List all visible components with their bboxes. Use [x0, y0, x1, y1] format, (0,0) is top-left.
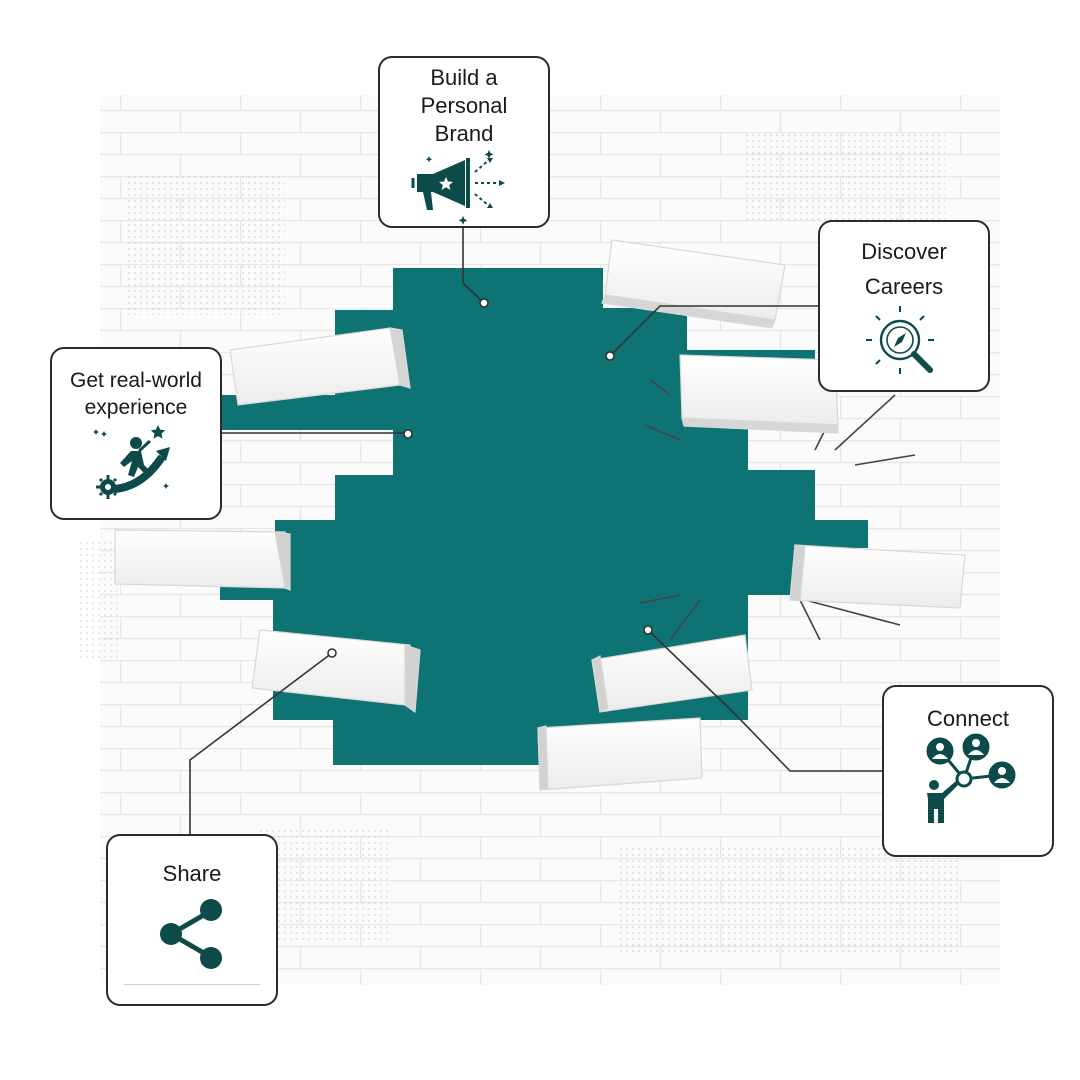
- loose-brick: [537, 717, 703, 791]
- card-share[interactable]: Share: [106, 834, 278, 1006]
- network-people-icon: [926, 733, 1016, 823]
- loose-brick: [789, 544, 966, 609]
- person-climbing-arrow-icon: [93, 425, 170, 499]
- share-icon: [160, 899, 222, 969]
- loose-brick: [251, 629, 421, 714]
- card-discover-careers[interactable]: Discover Careers: [818, 220, 990, 392]
- connector-connect: [647, 629, 882, 772]
- connector-dot-share: [327, 648, 337, 658]
- connector-dot-exp: [403, 429, 413, 439]
- card-label: Discover Careers: [861, 239, 947, 299]
- card-build-personal-brand[interactable]: Build a Personal Brand: [378, 56, 550, 228]
- connector-share: [189, 652, 333, 834]
- card-label: Build a Personal Brand: [420, 65, 508, 146]
- magnifier-compass-icon: [866, 306, 934, 374]
- connector-careers: [609, 305, 818, 357]
- connector-dots: [327, 298, 653, 658]
- megaphone-star-icon: [411, 150, 505, 225]
- card-real-world-experience[interactable]: Get real-world experience: [50, 347, 222, 520]
- divider: [124, 984, 260, 985]
- loose-brick: [679, 354, 839, 434]
- loose-brick: [114, 529, 291, 591]
- connectors: [189, 228, 882, 834]
- crack-lines: [639, 379, 916, 641]
- card-connect[interactable]: Connect: [882, 685, 1054, 857]
- card-label: Get real-world experience: [70, 369, 202, 419]
- connector-dot-careers: [605, 351, 615, 361]
- loose-brick: [601, 239, 786, 329]
- connector-dot-connect: [643, 625, 653, 635]
- connector-dot-brand: [479, 298, 489, 308]
- connector-brand: [462, 228, 485, 304]
- card-label: Connect: [927, 706, 1009, 731]
- card-label: Share: [162, 861, 222, 886]
- loose-brick: [229, 327, 411, 406]
